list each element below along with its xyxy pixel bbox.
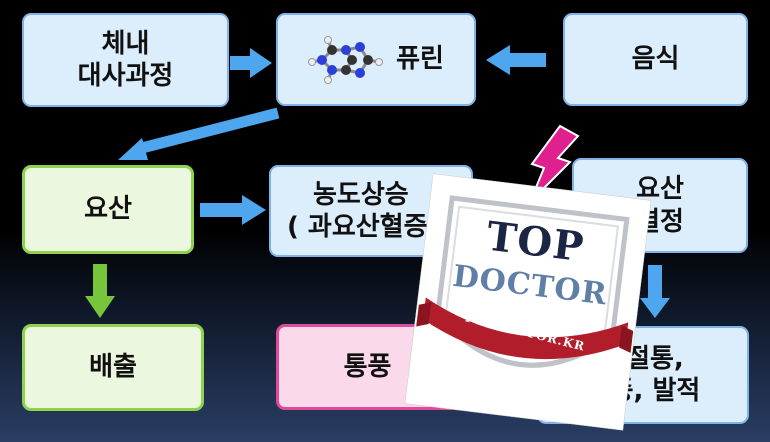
box-concentration-line1: 농도상승 (313, 179, 409, 210)
arrow-crystal-to-symptoms (640, 265, 670, 318)
box-uric-acid: 요산 (22, 165, 194, 254)
box-excretion-label: 배출 (89, 352, 137, 383)
arrow-metabolism-to-purine (230, 48, 272, 78)
purine-molecule-icon (308, 35, 384, 84)
arrow-food-to-purine (486, 45, 546, 75)
box-purine-label: 퓨린 (396, 44, 444, 75)
lightning-bolt-icon (529, 124, 580, 203)
box-metabolism-line2: 대사과정 (77, 61, 174, 91)
box-metabolism: 체내 대사과정 (22, 13, 229, 107)
badge-graphic (404, 172, 652, 432)
box-gout-label: 통풍 (343, 351, 392, 382)
box-excretion: 배출 (22, 324, 204, 411)
arrow-uric-acid-to-concentration (200, 195, 266, 225)
box-food: 음식 (563, 13, 748, 106)
arrow-uric-acid-to-excretion (85, 264, 115, 318)
top-doctor-badge: TOP DOCTOR TOPDOCTOR.KR (404, 172, 652, 432)
box-concentration-line2: ( 과요산혈증 (287, 212, 428, 242)
box-uric-acid-label: 요산 (84, 194, 132, 225)
box-purine: 퓨린 (276, 13, 476, 106)
box-food-label: 음식 (631, 44, 680, 75)
box-metabolism-line1: 체내 (101, 28, 150, 59)
arrow-purine-to-uric-acid (118, 107, 280, 160)
